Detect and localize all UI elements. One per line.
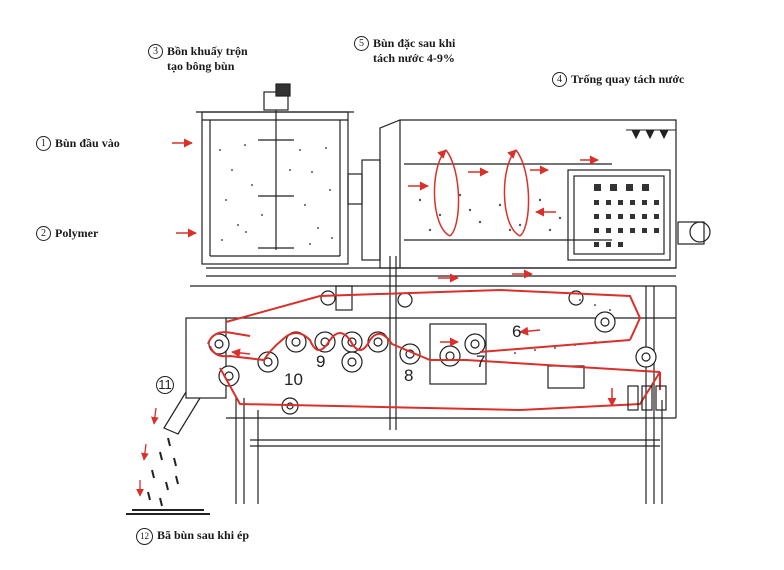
mixing-tank	[196, 111, 354, 265]
drum-rotation-loops	[433, 149, 530, 237]
label-text: Bùn đầu vào	[55, 136, 120, 150]
drum-sludge-dots	[418, 193, 562, 232]
mixer-motor	[258, 83, 294, 250]
flow-arrows	[172, 138, 617, 407]
inner-number-11: 11	[156, 376, 174, 394]
number-badge: 2	[36, 226, 51, 241]
label-text: Trống quay tách nước	[571, 72, 685, 86]
control-panel-buttons	[594, 184, 659, 247]
label-sludge-cake: 12 Bã bùn sau khi ép	[136, 528, 249, 545]
control-panel	[567, 169, 671, 261]
discharge-chute	[163, 391, 201, 435]
falling-cake	[126, 437, 210, 515]
number-badge: 5	[354, 36, 369, 51]
cake-fall-arrows	[136, 407, 159, 497]
belt-path	[207, 288, 661, 412]
air-filter-unit	[627, 385, 667, 411]
connection-pipe	[347, 159, 381, 261]
inner-number-7: 7	[476, 352, 486, 371]
rollers	[208, 290, 657, 415]
number-badge: 4	[552, 72, 567, 87]
label-rotary-drum: 4 Trống quay tách nước	[552, 72, 684, 87]
label-text: Bã bùn sau khi ép	[157, 528, 250, 542]
support-frame	[185, 267, 677, 504]
drum-motor	[677, 221, 711, 245]
label-text: Polymer	[55, 226, 99, 240]
number-badge: 1	[36, 136, 51, 151]
label-polymer: 2 Polymer	[36, 226, 98, 241]
number-badge: 12	[136, 528, 153, 545]
inner-number-6: 6	[512, 322, 522, 341]
inner-number-10: 10	[284, 370, 303, 389]
spray-nozzles	[626, 129, 676, 140]
inner-number-8: 8	[404, 366, 414, 385]
label-feed-sludge: 1 Bùn đầu vào	[36, 136, 120, 151]
center-post	[389, 256, 397, 430]
tank-sludge-dots	[219, 144, 333, 245]
number-badge: 3	[148, 44, 163, 59]
inner-number-9: 9	[316, 352, 326, 371]
